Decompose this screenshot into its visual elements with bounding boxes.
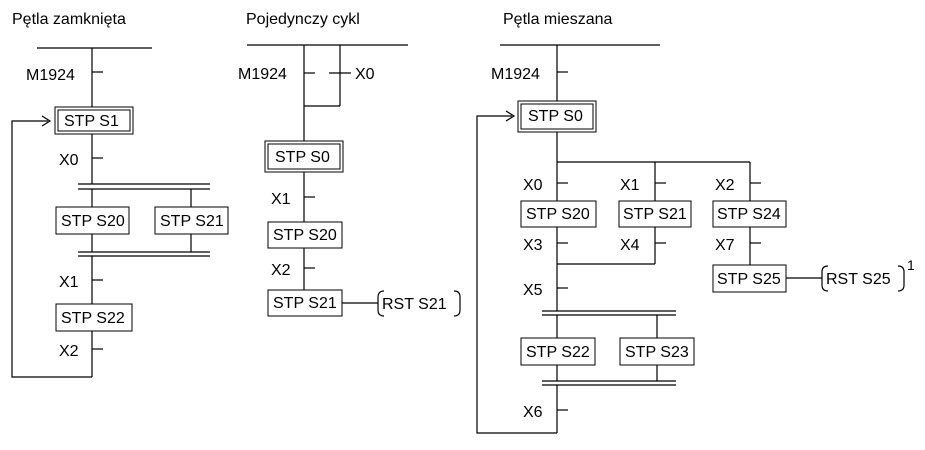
action-label-rst-s25: RST S25 xyxy=(826,271,891,288)
loop-return-line xyxy=(11,120,92,378)
step-label-s25-mixed: STP S25 xyxy=(717,271,781,288)
step-label-s23-mixed: STP S23 xyxy=(625,344,689,361)
single-cycle-diagram: M1924 X0 STP S0 X1 STP S20 X2 STP S21 RS… xyxy=(238,44,461,317)
loop-return-line-mixed xyxy=(476,115,557,434)
contact-label-x1-mixed: X1 xyxy=(620,177,640,194)
step-label-s20-single: STP S20 xyxy=(273,227,337,244)
mixed-loop-diagram: M1924 STP S0 X0 X1 X2 STP S20 STP S21 ST… xyxy=(476,44,915,434)
step-box-s22-mixed xyxy=(520,337,596,366)
contact-label-x0-single: X0 xyxy=(355,66,375,83)
contact-label-x0: X0 xyxy=(59,152,79,169)
step-label-s20-mixed: STP S20 xyxy=(526,206,590,223)
contact-label-x1: X1 xyxy=(59,274,79,291)
contact-label-x1-single: X1 xyxy=(271,191,291,208)
step-label-s21: STP S21 xyxy=(160,213,224,230)
step-box-s23-mixed xyxy=(619,337,695,366)
step-label-s1: STP S1 xyxy=(64,113,119,130)
step-label-s20: STP S20 xyxy=(61,213,125,230)
action-bracket-right-mixed xyxy=(897,265,905,292)
contact-label-m1924: M1924 xyxy=(26,67,75,84)
step-label-s21-single: STP S21 xyxy=(273,295,337,312)
contact-label-x0-mixed: X0 xyxy=(523,177,543,194)
contact-label-x5-mixed: X5 xyxy=(523,282,543,299)
step-label-s22-mixed: STP S22 xyxy=(526,344,590,361)
action-bracket-left xyxy=(377,290,385,317)
contact-label-x2-mixed: X2 xyxy=(715,177,735,194)
step-label-s24-mixed: STP S24 xyxy=(717,206,781,223)
loop-return-arrow xyxy=(41,115,52,127)
closed-loop-diagram: M1924 STP S1 X0 STP S20 STP S21 X1 STP S… xyxy=(11,47,229,378)
contact-label-m1924-single: M1924 xyxy=(238,66,287,83)
action-bracket-right xyxy=(453,290,461,317)
loop-return-arrow-mixed xyxy=(505,110,516,122)
contact-label-x3-mixed: X3 xyxy=(523,237,543,254)
step-box-s24-mixed xyxy=(712,200,787,228)
action-bracket-left-mixed xyxy=(821,265,829,292)
contact-label-m1924-mixed: M1924 xyxy=(491,66,540,83)
step-label-s22: STP S22 xyxy=(61,310,125,327)
step-label-s0-mixed: STP S0 xyxy=(528,108,583,125)
contact-label-x2: X2 xyxy=(59,343,79,360)
step-box-s21-mixed xyxy=(618,200,692,228)
contact-label-x6-mixed: X6 xyxy=(523,404,543,421)
contact-label-x7-mixed: X7 xyxy=(715,237,735,254)
section-title-mixed-loop: Pętla mieszana xyxy=(503,11,612,28)
step-box-s20-mixed xyxy=(520,200,597,228)
section-title-single-cycle: Pojedynczy cykl xyxy=(246,11,360,28)
contact-label-x2-single: X2 xyxy=(271,262,291,279)
contact-label-x4-mixed: X4 xyxy=(620,237,640,254)
step-label-s0-single: STP S0 xyxy=(275,149,330,166)
step-box-s20 xyxy=(55,206,130,235)
footnote-marker: 1 xyxy=(907,257,915,273)
step-box-s20-single xyxy=(267,221,343,249)
section-title-closed-loop: Pętla zamknięta xyxy=(12,11,126,28)
step-label-s21-mixed: STP S21 xyxy=(623,206,687,223)
step-box-s22 xyxy=(55,303,133,332)
action-label-rst-s21: RST S21 xyxy=(382,296,447,313)
